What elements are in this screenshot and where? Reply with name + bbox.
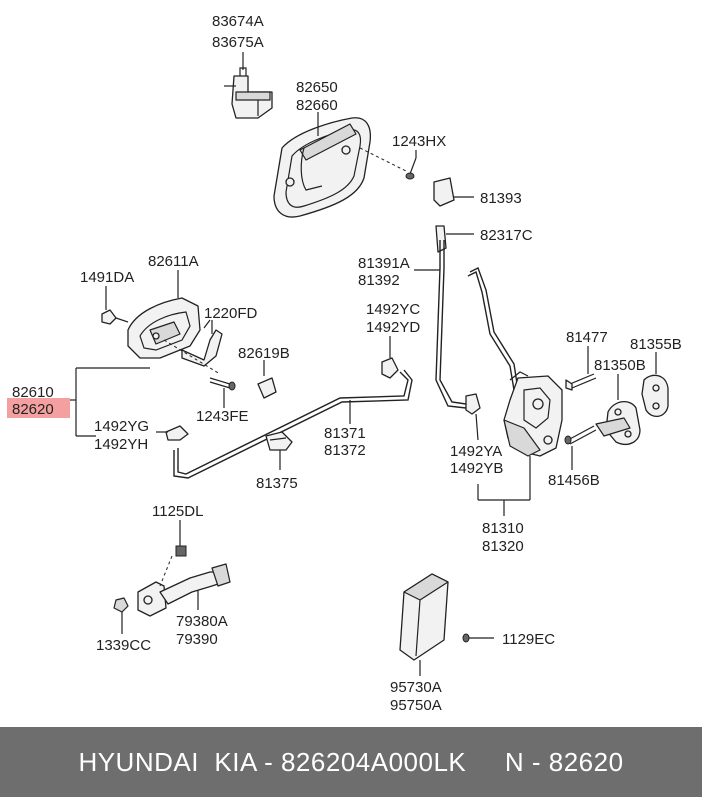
part-82619B-cover (257, 377, 277, 399)
footer-bar: HYUNDAI KIA - 826204A000LK N - 82620 (0, 727, 702, 797)
label-1492YH: 1492YH (94, 436, 148, 453)
part-82317C-clip (435, 225, 474, 253)
highlight-82620 (7, 398, 70, 418)
label-1339CC: 1339CC (96, 637, 151, 654)
label-81375: 81375 (256, 475, 298, 492)
part-81375-clip (265, 431, 293, 451)
nut-1339CC (113, 597, 129, 613)
part-81350B-striker (595, 401, 641, 445)
bolt-1125DL (159, 545, 187, 587)
label-82650: 82650 (296, 79, 338, 96)
clip-1491DA (101, 309, 129, 325)
screw-81456B (564, 425, 597, 445)
label-81355B: 81355B (630, 336, 682, 353)
label-1492YG: 1492YG (94, 418, 149, 435)
screw-1243FE (209, 377, 236, 391)
rod-81371 (173, 369, 413, 479)
label-81477: 81477 (566, 329, 608, 346)
label-79380A: 79380A (176, 613, 228, 630)
label-1492YD: 1492YD (366, 319, 420, 336)
part-81355B-shim (641, 374, 669, 417)
label-1491DA: 1491DA (80, 269, 134, 286)
label-1243FE: 1243FE (196, 408, 249, 425)
label-1220FD: 1220FD (204, 305, 258, 322)
label-81371: 81371 (324, 425, 366, 442)
label-81372: 81372 (324, 442, 366, 459)
part-81393-cap (433, 177, 455, 207)
rod-inner-latch (467, 267, 519, 391)
part-83674A-bracket (224, 67, 273, 119)
part-95730A-module (399, 573, 449, 661)
label-82611A: 82611A (148, 253, 199, 270)
label-82317C: 82317C (480, 227, 533, 244)
parts-diagram: 83674A 83675A 82650 82660 1243HX 81393 8… (7, 13, 682, 714)
label-82619B: 82619B (238, 345, 290, 362)
screw-1220FD (203, 319, 211, 329)
label-81350B: 81350B (594, 357, 646, 374)
label-1492YA: 1492YA (450, 443, 502, 460)
label-81320: 81320 (482, 538, 524, 555)
label-95750A: 95750A (390, 697, 442, 714)
label-82660: 82660 (296, 97, 338, 114)
label-1243HX: 1243HX (392, 133, 446, 150)
screw-1129EC (462, 633, 494, 643)
label-1492YC: 1492YC (366, 301, 420, 318)
label-81392: 81392 (358, 272, 400, 289)
label-82620: 82620 (12, 401, 54, 418)
label-81391A: 81391A (358, 255, 410, 272)
screw-1243HX (405, 157, 417, 180)
label-83674A: 83674A (212, 13, 264, 30)
screw-81477 (565, 373, 597, 391)
clip-1492YC (381, 357, 399, 379)
part-82650-outside-handle (273, 117, 372, 218)
label-1125DL: 1125DL (152, 503, 203, 520)
label-1492YB: 1492YB (450, 460, 503, 477)
label-81456B: 81456B (548, 472, 600, 489)
part-81310-latch (503, 371, 563, 457)
footer-text: HYUNDAI KIA - 826204A000LK N - 82620 (78, 746, 624, 777)
part-82611A-inside-handle (127, 297, 223, 375)
label-81310: 81310 (482, 520, 524, 537)
rod-81391A (435, 240, 467, 409)
clip-1492YA (465, 393, 481, 415)
label-82610: 82610 (12, 384, 54, 401)
label-1129EC: 1129EC (502, 631, 555, 648)
part-79380A-door-checker (137, 563, 231, 617)
clip-1492YG (165, 425, 189, 441)
label-95730A: 95730A (390, 679, 442, 696)
label-81393: 81393 (480, 190, 522, 207)
label-83675A: 83675A (212, 34, 264, 51)
label-79390: 79390 (176, 631, 218, 648)
